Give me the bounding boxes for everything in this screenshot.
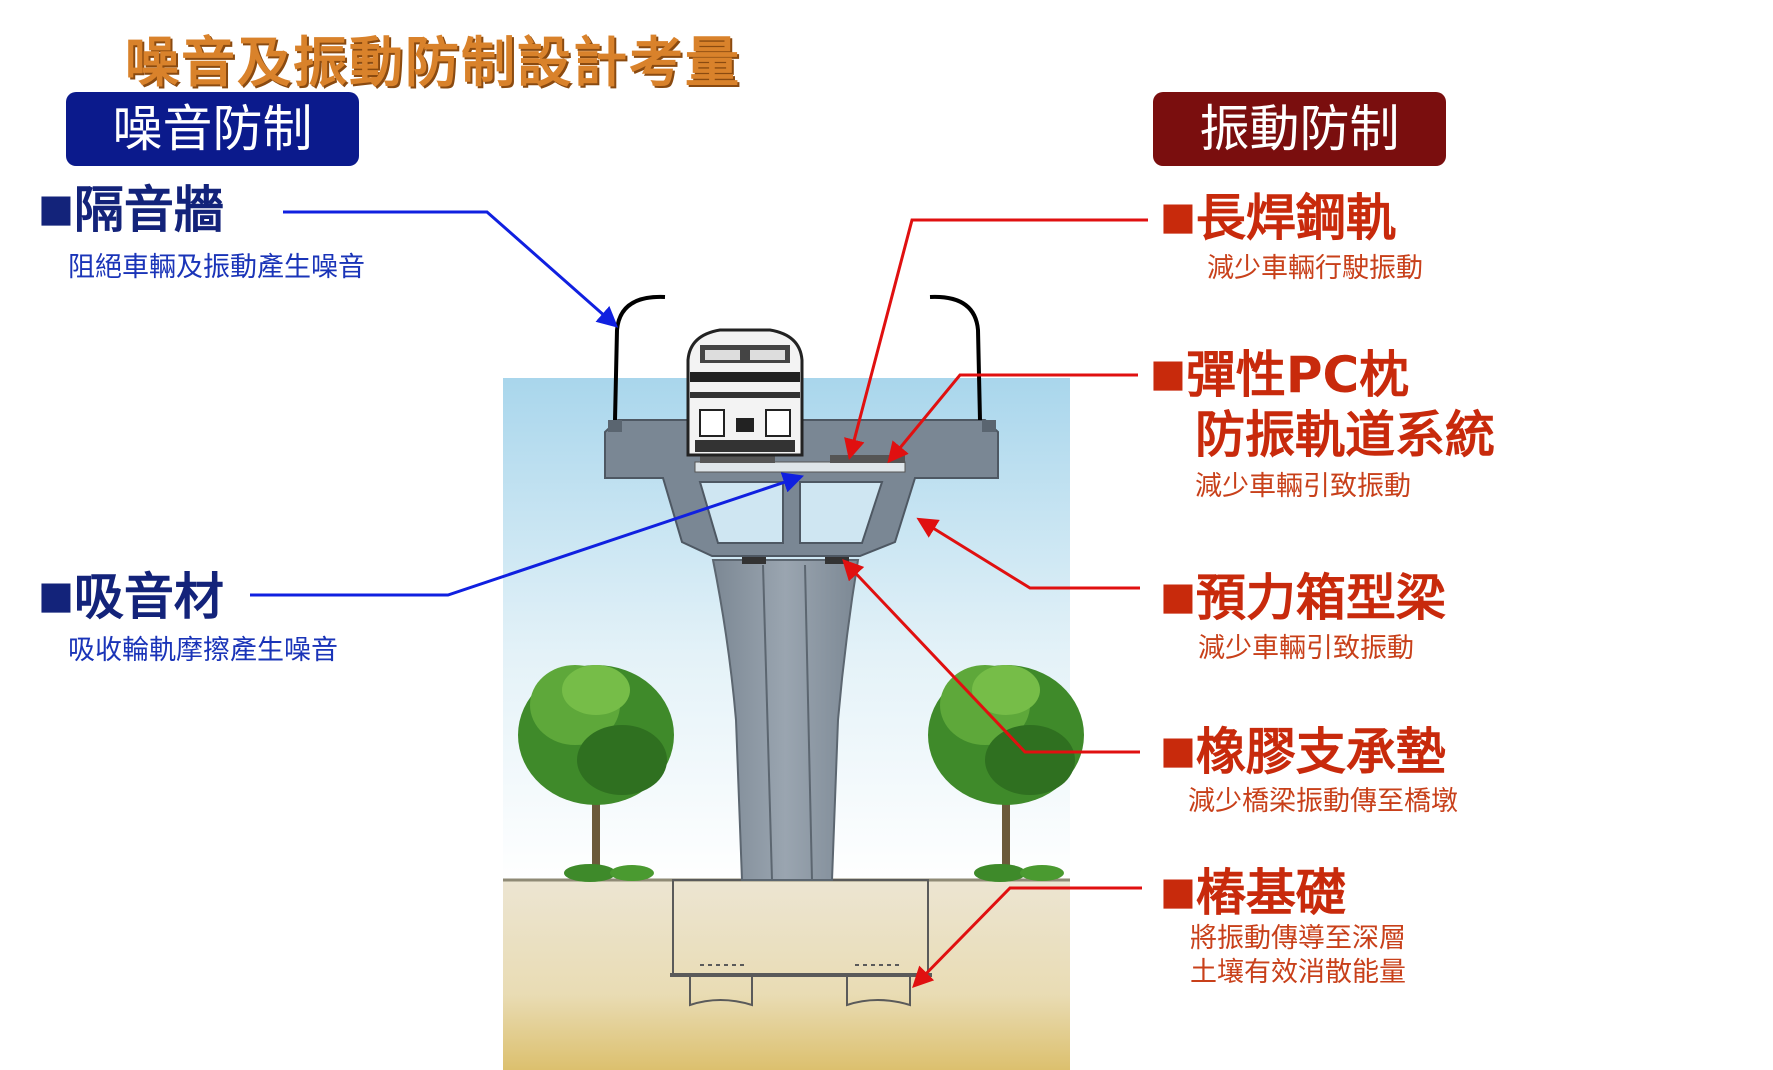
train-icon	[686, 328, 804, 457]
rubber-bearing-title: 橡膠支承墊	[1195, 723, 1446, 781]
absorber-desc: 吸收輪軌摩擦產生噪音	[68, 635, 338, 666]
pc-sleeper-desc: 減少車輛引致振動	[1195, 471, 1411, 502]
label-absorber: ■吸音材	[38, 567, 224, 625]
box-girder-desc: 減少車輛引致振動	[1198, 633, 1414, 664]
bullet-square-icon: ■	[38, 573, 74, 617]
absorber-title: 吸音材	[73, 568, 224, 626]
sound-barrier-left	[613, 294, 666, 421]
pc-sleeper-title-line2: 防振軌道系統	[1195, 406, 1495, 464]
label-rubber-bearing: ■橡膠支承墊	[1160, 722, 1446, 780]
arrow-pc-sleeper	[887, 373, 1138, 464]
arrow-box-girder	[916, 517, 1140, 590]
bullet-square-icon: ■	[1160, 728, 1196, 772]
label-pc-sleeper: ■彈性PC枕	[1150, 345, 1409, 403]
label-pile-foundation: ■樁基礎	[1160, 863, 1346, 921]
label-box-girder: ■預力箱型梁	[1160, 568, 1446, 626]
bullet-square-icon: ■	[1160, 194, 1196, 238]
sound-barrier-desc: 阻絕車輛及振動產生噪音	[68, 252, 365, 283]
rubber-bearing-desc: 減少橋梁振動傳至橋墩	[1188, 786, 1458, 817]
pile-foundation-desc-line2: 土壤有效消散能量	[1190, 957, 1406, 988]
rubber-bearing-left	[742, 556, 766, 564]
box-girder-title: 預力箱型梁	[1195, 569, 1446, 627]
track-slab	[694, 461, 906, 473]
pile-foundation-title: 樁基礎	[1195, 864, 1346, 922]
pier	[711, 559, 860, 881]
bullet-square-icon: ■	[1150, 351, 1186, 395]
long-welded-rail-title: 長焊鋼軌	[1195, 189, 1396, 247]
arrow-sound-barrier	[283, 210, 619, 328]
bullet-square-icon: ■	[1160, 574, 1196, 618]
noise-control-header: 噪音防制	[66, 92, 359, 166]
bullet-square-icon: ■	[38, 186, 74, 230]
rubber-bearing-right	[825, 556, 849, 564]
bullet-square-icon: ■	[1160, 869, 1196, 913]
label-sound-barrier: ■隔音牆	[38, 180, 224, 238]
sound-barrier-title: 隔音牆	[73, 181, 224, 239]
arrow-absorber	[250, 472, 804, 597]
pc-sleeper-title: 彈性PC枕	[1185, 346, 1410, 404]
label-long-welded-rail: ■長焊鋼軌	[1160, 188, 1396, 246]
arrow-pile-foundation	[912, 886, 1142, 989]
vibration-control-header: 振動防制	[1153, 92, 1446, 166]
arrow-long-welded-rail	[844, 218, 1148, 461]
pile-foundation-desc: 將振動傳導至深層	[1190, 923, 1406, 954]
tree-left-icon	[518, 665, 674, 882]
long-welded-rail-desc: 減少車輛行駛振動	[1207, 253, 1423, 284]
sound-barrier-right	[929, 294, 982, 421]
arrow-rubber-bearing	[842, 558, 1140, 754]
page-title: 噪音及振動防制設計考量	[125, 31, 741, 94]
